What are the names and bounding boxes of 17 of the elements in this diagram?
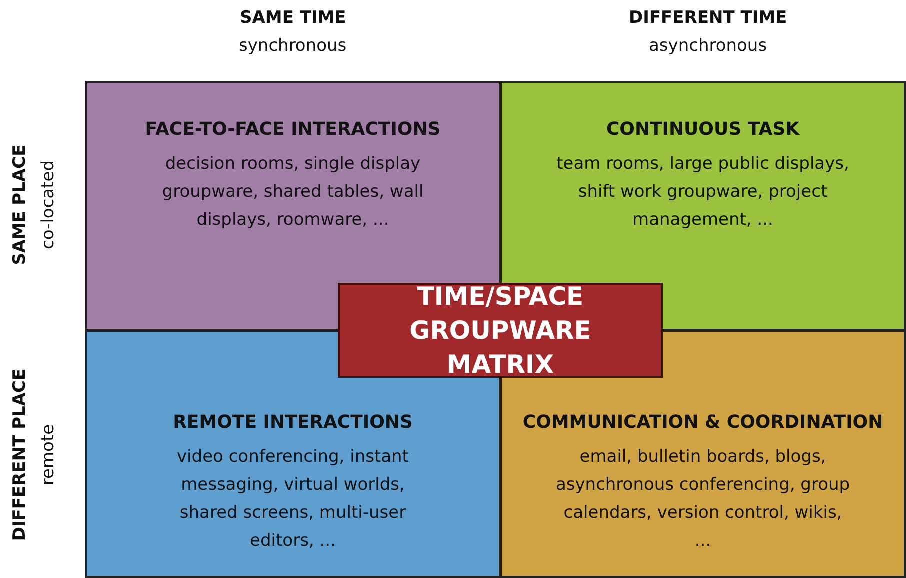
row-subheader: co-located: [38, 160, 58, 250]
row-subheader: remote: [38, 424, 58, 486]
quadrant-title: REMOTE INTERACTIONS: [172, 412, 414, 433]
quadrant-description: decision rooms, single display groupware, shared tables, wall displays, roomware, ...: [161, 153, 425, 232]
quadrant-title: CONTINUOUS TASK: [605, 119, 801, 140]
column-subheader: asynchronous: [649, 36, 768, 56]
row-header: SAME PLACE: [10, 144, 30, 266]
column-header: SAME TIME: [240, 8, 346, 28]
quadrant-description: team rooms, large public displays, shift work groupware, project management, ...: [556, 153, 850, 232]
column-subheader: synchronous: [239, 36, 347, 56]
quadrant-description: email, bulletin boards, blogs, asynchronous conferencing, group calendars, version control, wikis, ...: [554, 446, 852, 553]
quadrant-description: video conferencing, instant messaging, virtual worlds, shared screens, multi-user editors, ...: [176, 446, 410, 553]
quadrant-title: FACE-TO-FACE INTERACTIONS: [144, 119, 442, 140]
row-header: DIFFERENT PLACE: [10, 368, 30, 542]
center-title-box: TIME/SPACE GROUPWARE MATRIX: [338, 283, 663, 378]
quadrant-title: COMMUNICATION & COORDINATION: [522, 412, 884, 433]
column-header: DIFFERENT TIME: [629, 8, 788, 28]
